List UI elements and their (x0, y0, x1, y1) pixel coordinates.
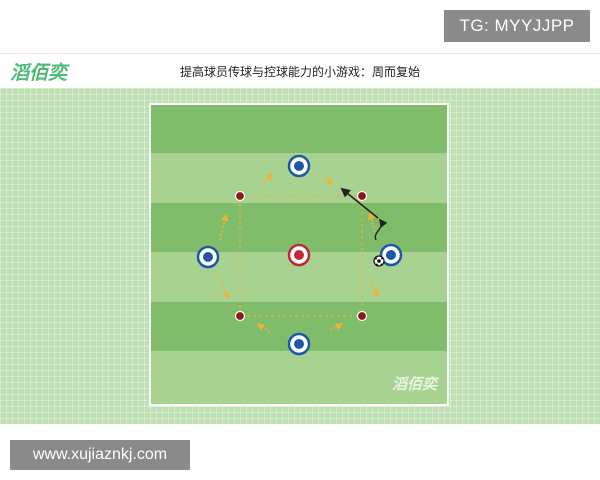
header-bar: 滔佰奕 提高球员传球与控球能力的小游戏：周而复始 (0, 53, 600, 89)
corner-cones (234, 190, 368, 322)
cone-marker (234, 190, 246, 202)
dashed-square (239, 195, 363, 317)
blue-players (196, 154, 403, 356)
blue-player-top (287, 154, 311, 178)
pass-arrows (217, 172, 379, 333)
pass-arrow (217, 274, 230, 300)
pass-arrow (256, 323, 271, 333)
cone-marker (356, 190, 368, 202)
field-watermark-logo: 滔佰奕 (392, 375, 440, 393)
cone-marker (234, 310, 246, 322)
dribble-arrow (374, 218, 388, 241)
pitch-stripe (150, 104, 448, 153)
brand-logo: 滔佰奕 (10, 62, 68, 84)
blue-player-bottom (287, 332, 311, 356)
diagram-title: 提高球员传球与控球能力的小游戏：周而复始 (180, 65, 421, 79)
pass-arrow (369, 279, 379, 298)
pass-arrow (219, 213, 229, 241)
red-player-center (287, 243, 311, 267)
pass-arrow (261, 172, 274, 186)
pitch-border (149, 103, 449, 406)
watermark-top: TG: MYYJJPP (444, 10, 590, 42)
watermark-bottom: www.xujiaznkj.com (10, 440, 190, 470)
soccer-ball-icon (373, 255, 385, 267)
blue-player-right (379, 243, 403, 267)
cone-marker (356, 310, 368, 322)
blue-player-left (196, 245, 220, 269)
movement-arrow (340, 187, 379, 219)
